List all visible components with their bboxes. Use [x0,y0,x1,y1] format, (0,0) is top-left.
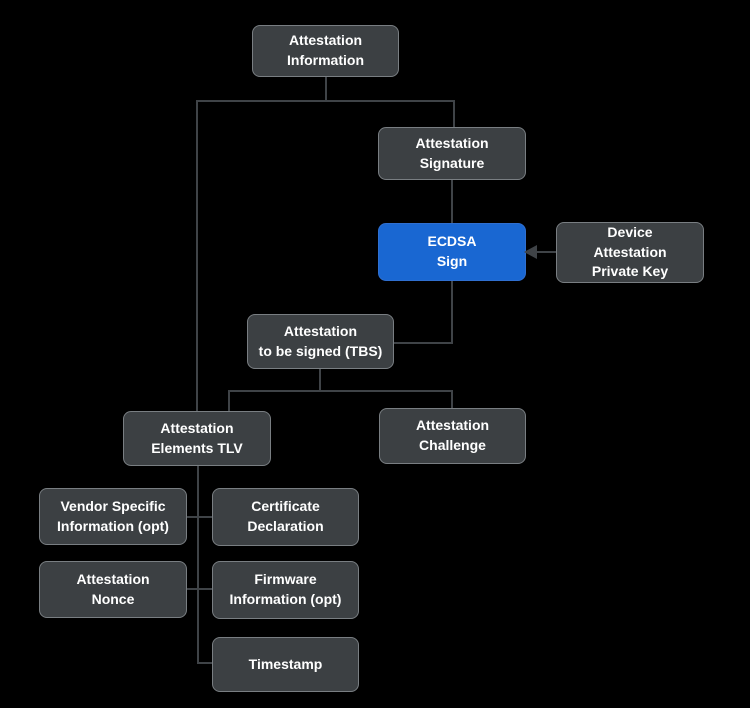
node-attestation-nonce: Attestation Nonce [39,561,187,618]
node-attestation-tbs: Attestation to be signed (TBS) [247,314,394,369]
connector-private-key-to-ecdsa [532,251,556,253]
connector-signature-to-ecdsa [451,180,453,224]
connector-information-to-branch [325,77,327,101]
node-attestation-signature: Attestation Signature [378,127,526,180]
connector-elements-tlv-trunk [197,465,199,664]
node-ecdsa-sign: ECDSA Sign [378,223,526,281]
connector-row2-horizontal [187,588,212,590]
node-certificate-declaration: Certificate Declaration [212,488,359,546]
connector-tbs-to-branch [319,369,321,391]
connector-branch-to-elements-tlv-top [228,390,230,412]
connector-ecdsa-down [451,281,453,343]
node-device-attestation-private-key: Device Attestation Private Key [556,222,704,283]
node-vendor-specific-information: Vendor Specific Information (opt) [39,488,187,545]
node-firmware-information: Firmware Information (opt) [212,561,359,619]
node-attestation-elements-tlv: Attestation Elements TLV [123,411,271,466]
connector-tbs-branch-horizontal [228,390,453,392]
connector-trunk-to-timestamp [197,662,213,664]
connector-ecdsa-to-tbs [394,342,453,344]
connector-branch-to-challenge [451,390,453,409]
node-attestation-information: Attestation Information [252,25,399,77]
connector-row1-horizontal [187,516,212,518]
node-attestation-challenge: Attestation Challenge [379,408,526,464]
arrowhead-left-icon [524,245,537,259]
connector-branch-to-signature [453,100,455,128]
connector-top-branch-horizontal [196,100,455,102]
node-timestamp: Timestamp [212,637,359,692]
connector-branch-to-elements-tlv [196,100,198,412]
